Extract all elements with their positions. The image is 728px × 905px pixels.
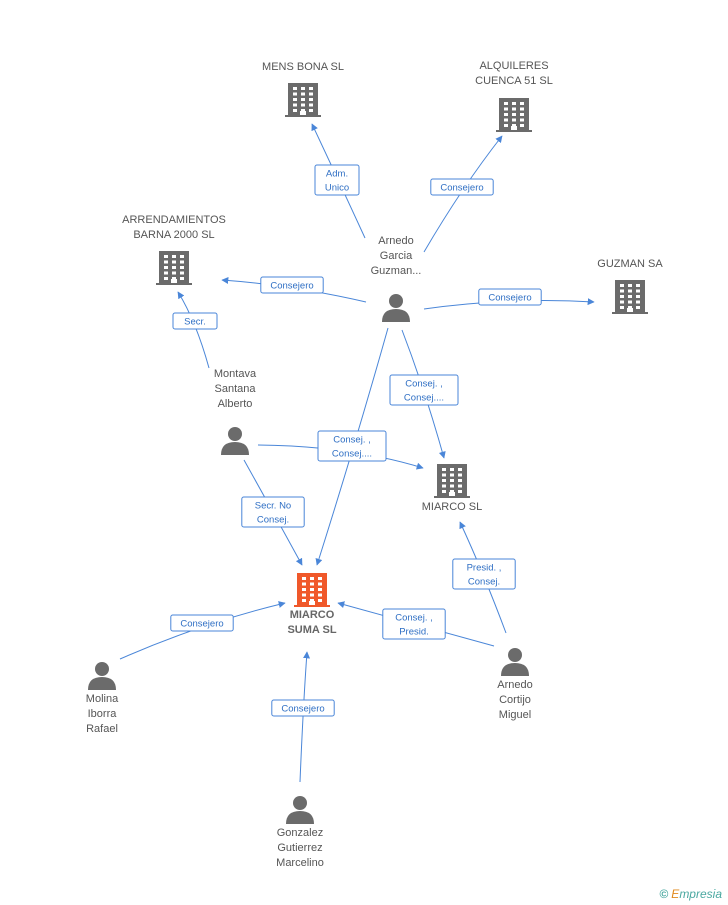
- node-label: SUMA SL: [287, 624, 336, 636]
- edge-label-text: Consej. ,: [405, 379, 443, 390]
- edge-label-text: Consej....: [332, 449, 372, 460]
- edge-label-text: Adm.: [326, 169, 348, 180]
- node-label: Arnedo: [497, 679, 532, 691]
- person-icon: [382, 294, 410, 322]
- edge-label-box: [170, 614, 234, 632]
- node-label: Rafael: [86, 723, 118, 735]
- edge-line: [299, 651, 311, 783]
- edge-arnedo_garcia-to-alquileres: Consejero: [423, 135, 503, 253]
- edge-label-text: Consejero: [180, 619, 223, 630]
- node-mens-bona[interactable]: MENS BONA SL: [262, 61, 344, 117]
- edge-arnedo_cortijo-to-miarco_sl: Presid. , Consej.: [452, 521, 516, 634]
- copyright-symbol: ©: [659, 887, 669, 901]
- nodes-layer: MENS BONA SL ALQUILERES CUENCA 51 SL ARREND…: [86, 60, 664, 869]
- node-label: BARNA 2000 SL: [133, 229, 214, 241]
- node-miarco-suma[interactable]: MIARCO SUMA SL: [287, 573, 337, 636]
- building-icon: [294, 573, 330, 607]
- brand-name: mpresia: [679, 887, 722, 901]
- edge-label-text: Consej. ,: [333, 435, 371, 446]
- edge-label-text: Consej....: [404, 393, 444, 404]
- building-icon: [496, 98, 532, 132]
- edge-arnedo_garcia-to-guzman: Consejero: [423, 288, 595, 310]
- edge-label-text: Secr. No: [255, 501, 291, 512]
- edge-label-box: [452, 558, 516, 590]
- node-label: ALQUILERES: [479, 60, 548, 72]
- edge-label-box: [382, 608, 446, 640]
- edge-label-box: [314, 164, 360, 196]
- edge-montava-to-arrendamientos: Secr.: [172, 291, 218, 369]
- node-label: Montava: [214, 368, 257, 380]
- edge-arnedo_garcia-to-mens_bona: Adm. Unico: [311, 123, 366, 239]
- person-icon: [88, 662, 116, 690]
- node-label: Arnedo: [378, 235, 413, 247]
- edge-line: [177, 291, 210, 369]
- node-label: Garcia: [380, 250, 413, 262]
- edge-label-text: Consej. ,: [395, 613, 433, 624]
- edge-label-text: Consej.: [257, 515, 289, 526]
- node-label: Miguel: [499, 709, 531, 721]
- node-label: Gutierrez: [277, 842, 322, 854]
- building-icon: [285, 83, 321, 117]
- edge-arnedo_garcia-to-miarco_sl: Consej. , Consej....: [389, 329, 459, 459]
- person-icon: [286, 796, 314, 824]
- edge-gonzalez-to-miarco_suma: Consejero: [271, 651, 335, 783]
- edge-label-box: [317, 430, 387, 462]
- edge-label-box: [241, 496, 305, 528]
- edge-label-text: Consejero: [440, 183, 483, 194]
- node-label: Gonzalez: [277, 827, 323, 839]
- node-label: CUENCA 51 SL: [475, 75, 553, 87]
- node-label: MENS BONA SL: [262, 61, 344, 73]
- node-label: Santana: [215, 383, 257, 395]
- edge-montava-to-miarco_suma: Secr. No Consej.: [241, 459, 305, 566]
- edge-label-box: [430, 178, 494, 196]
- node-label: Iborra: [88, 708, 118, 720]
- edge-label-text: Consejero: [281, 704, 324, 715]
- edge-label-text: Unico: [325, 183, 349, 194]
- edge-label-text: Consej.: [468, 577, 500, 588]
- node-label: MIARCO SL: [422, 501, 483, 513]
- building-icon: [434, 464, 470, 498]
- person-icon: [501, 648, 529, 676]
- node-guzman[interactable]: GUZMAN SA: [597, 258, 663, 314]
- edge-label-text: Consejero: [270, 281, 313, 292]
- edge-label-box: [260, 276, 324, 294]
- building-icon: [156, 251, 192, 285]
- node-label: Marcelino: [276, 857, 324, 869]
- edge-label-text: Secr.: [184, 317, 206, 328]
- node-miarco-sl[interactable]: MIARCO SL: [422, 464, 483, 513]
- node-arnedo-garcia[interactable]: ArnedoGarciaGuzman...: [371, 235, 422, 322]
- node-alquileres[interactable]: ALQUILERES CUENCA 51 SL: [475, 60, 553, 132]
- node-label: Molina: [86, 693, 119, 705]
- edge-arnedo_garcia-to-arrendamientos: Consejero: [221, 276, 367, 303]
- node-label: Cortijo: [499, 694, 531, 706]
- edge-molina-to-miarco_suma: Consejero: [119, 601, 286, 660]
- node-label: ARRENDAMIENTOS: [122, 214, 226, 226]
- footer-credit: ©Empresia: [659, 887, 722, 901]
- edge-label-box: [271, 699, 335, 717]
- brand-initial: E: [671, 887, 680, 901]
- person-icon: [221, 427, 249, 455]
- node-label: MIARCO: [290, 609, 335, 621]
- node-arrendamientos[interactable]: ARRENDAMIENTOS BARNA 2000 SL: [122, 214, 226, 285]
- edge-label-box: [478, 288, 542, 306]
- edge-label-text: Presid. ,: [467, 563, 502, 574]
- building-icon: [612, 280, 648, 314]
- node-label: GUZMAN SA: [597, 258, 663, 270]
- edge-label-box: [389, 374, 459, 406]
- edge-label-text: Consejero: [488, 293, 531, 304]
- edge-arnedo_cortijo-to-miarco_suma: Consej. , Presid.: [337, 601, 495, 647]
- edge-label-text: Presid.: [399, 627, 429, 638]
- edge-montava-to-miarco_sl: Consej. , Consej....: [257, 430, 424, 470]
- edge-label-box: [172, 312, 218, 330]
- node-label: Guzman...: [371, 265, 422, 277]
- node-label: Alberto: [218, 398, 253, 410]
